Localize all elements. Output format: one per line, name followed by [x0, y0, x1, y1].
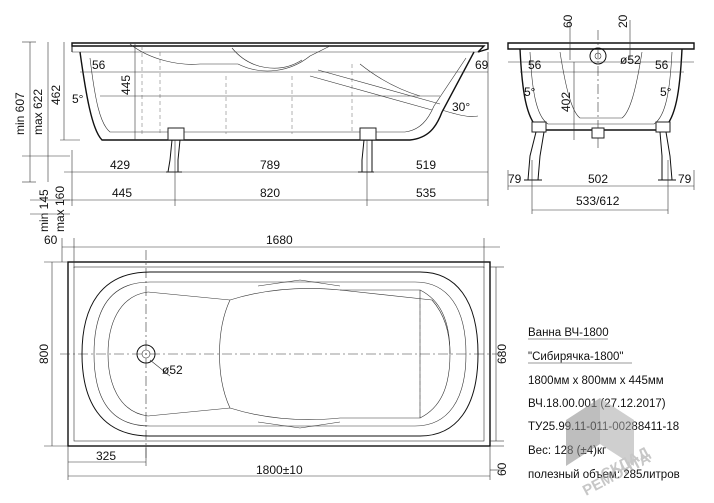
- side-height-min: min 607: [13, 92, 27, 135]
- end-dim-533-612: 533/612: [576, 194, 620, 208]
- side-angle-5: 5°: [72, 92, 84, 106]
- leg-height-min: min 145: [37, 189, 51, 232]
- watermark-logo: СКЛАД РЕМОНТА: [566, 398, 653, 500]
- end-dim-56-left: 56: [528, 58, 542, 72]
- side-leg-dim-429: 429: [110, 158, 130, 172]
- plan-total-length: 1800±10: [256, 463, 303, 477]
- end-dim-79-left: 79: [508, 172, 522, 186]
- spec-title: Ванна ВЧ-1800: [528, 327, 609, 339]
- spec-volume: полезный объем: 285литров: [528, 469, 680, 481]
- end-angle-left: 5°: [524, 85, 536, 99]
- plan-drain-offset-325: 325: [96, 449, 116, 463]
- drain-outer: [136, 344, 156, 364]
- plan-drain-dia: ø52: [162, 363, 183, 377]
- side-leg-dim-820: 820: [260, 186, 280, 200]
- leg-height-max: max 160: [53, 186, 67, 232]
- side-height-462: 462: [49, 85, 63, 105]
- plan-length-1680: 1680: [266, 233, 293, 247]
- spec-size: 1800мм х 800мм х 445мм: [528, 375, 664, 387]
- side-dim-445: 445: [119, 75, 133, 95]
- plan-inner-width-680: 680: [495, 344, 509, 364]
- plan-width-800: 800: [37, 344, 51, 364]
- end-angle-right: 5°: [660, 85, 672, 99]
- side-dim-56: 56: [92, 58, 106, 72]
- end-drain-dia: ø52: [620, 53, 641, 67]
- end-leg-right: [655, 121, 676, 181]
- end-dim-56-right: 56: [655, 58, 669, 72]
- end-dim-20: 20: [616, 14, 630, 28]
- end-leg-left: [524, 121, 547, 181]
- plan-rim-right-60: 60: [495, 462, 509, 476]
- spec-model: "Сибирячка-1800": [528, 351, 623, 363]
- end-dim-60: 60: [561, 14, 575, 28]
- side-dim-69: 69: [475, 58, 489, 72]
- end-view: 60 20 56 56 ø52 402 5° 5° 79 502 79 533/…: [507, 14, 695, 214]
- plan-view: ø52 60 1680 800 680 60 325 1800±10: [37, 233, 509, 480]
- side-leg-dim-789: 789: [260, 158, 280, 172]
- side-leg-dim-519: 519: [416, 158, 436, 172]
- side-leg-dim-445: 445: [112, 186, 132, 200]
- side-view: 56 69 445 5° 30° min 607 max 622 462: [13, 41, 489, 232]
- end-dim-502: 502: [588, 172, 608, 186]
- plan-rim-60: 60: [44, 233, 58, 247]
- end-dim-79-right: 79: [678, 172, 692, 186]
- side-leg-dim-535: 535: [416, 186, 436, 200]
- side-angle-30: 30°: [452, 100, 470, 114]
- side-height-max: max 622: [31, 89, 45, 135]
- end-dim-402: 402: [559, 92, 573, 112]
